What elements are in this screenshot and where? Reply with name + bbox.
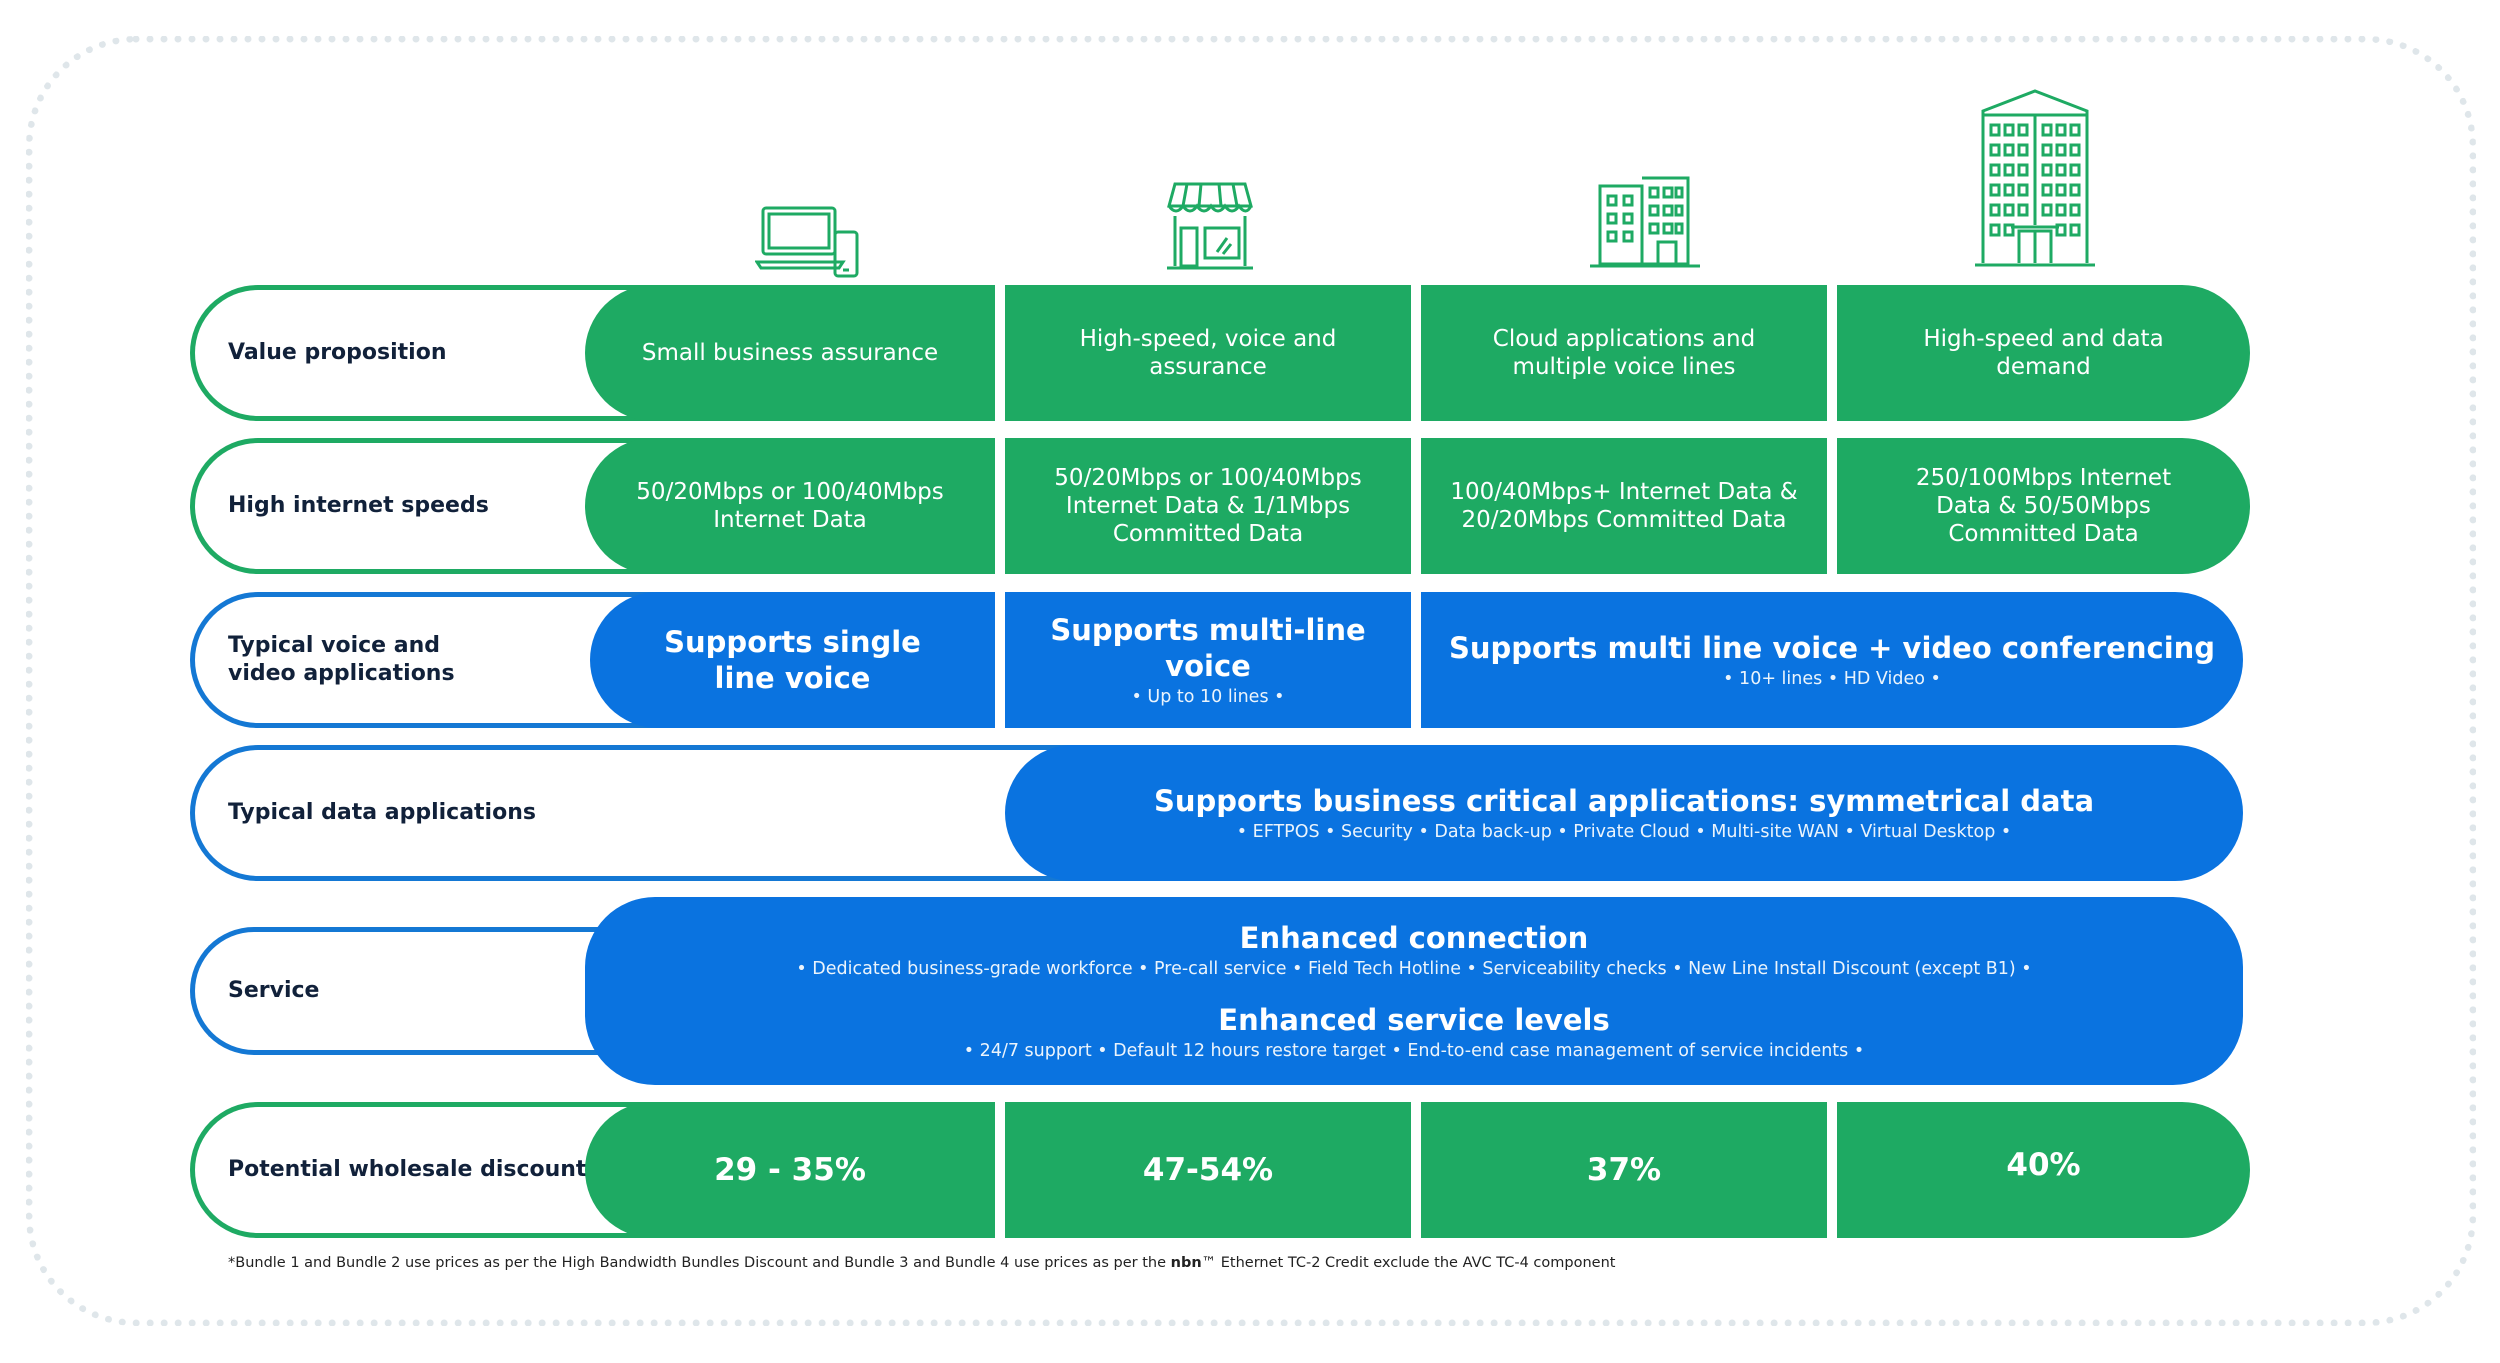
enhanced-connection-sub: • Dedicated business-grade workforce • P…	[796, 958, 2032, 979]
data-apps-sub: • EFTPOS • Security • Data back-up • Pri…	[1236, 822, 2012, 842]
discount-cell-3: 37%	[1421, 1102, 1827, 1238]
speed-cell-1-text: 50/20Mbps or 100/40Mbps Internet Data	[636, 479, 944, 533]
service-row: Service Enhanced connection • Dedicated …	[190, 897, 2260, 1085]
voice-cell-3-title: Supports multi line voice + video confer…	[1448, 631, 2216, 665]
office-building-icon	[1590, 170, 1700, 270]
dotted-frame	[26, 36, 2476, 1326]
voice-cell-1-title: Supports single line voice	[664, 625, 921, 695]
value-cell-4: High-speed and data demand	[1837, 285, 2250, 421]
value-proposition-row: Value proposition Small business assuran…	[190, 285, 2260, 421]
enhanced-connection-block: Enhanced connection • Dedicated business…	[796, 920, 2031, 980]
discount-cell-1: 29 - 35%	[585, 1102, 995, 1238]
discount-cell-3-value: 37%	[1586, 1152, 1662, 1188]
tower-building-icon	[1975, 85, 2095, 270]
speed-cell-2: 50/20Mbps or 100/40Mbps Internet Data & …	[1005, 438, 1411, 574]
enhanced-service-levels-block: Enhanced service levels • 24/7 support •…	[964, 1002, 1864, 1062]
speed-cell-2-text: 50/20Mbps or 100/40Mbps Internet Data & …	[1054, 465, 1362, 547]
row-label: Value proposition	[228, 340, 447, 365]
value-cell-2-text: High-speed, voice and assurance	[1079, 326, 1337, 380]
enhanced-service-levels-sub: • 24/7 support • Default 12 hours restor…	[963, 1041, 1865, 1062]
data-apps-title: Supports business critical applications:…	[1153, 784, 2095, 818]
voice-cell-3-sub: • 10+ lines • HD Video •	[1723, 669, 1941, 689]
data-apps-row: Typical data applications Supports busin…	[190, 745, 2260, 881]
value-cell-1-text: Small business assurance	[641, 340, 939, 366]
row-label: Typical data applications	[228, 800, 536, 825]
discount-cell-4-value: 40%	[2006, 1147, 2081, 1183]
speed-cell-1: 50/20Mbps or 100/40Mbps Internet Data	[585, 438, 995, 574]
voice-video-row: Typical voice and video applications Sup…	[190, 592, 2260, 728]
speed-cell-4: 250/100Mbps Internet Data & 50/50Mbps Co…	[1837, 438, 2250, 574]
enhanced-service-levels-title: Enhanced service levels	[1218, 1003, 1610, 1038]
value-cell-3: Cloud applications and multiple voice li…	[1421, 285, 1827, 421]
footnote: *Bundle 1 and Bundle 2 use prices as per…	[228, 1255, 1615, 1271]
voice-cell-3: Supports multi line voice + video confer…	[1421, 592, 2243, 728]
row-label: Service	[228, 978, 320, 1003]
internet-speeds-row: High internet speeds 50/20Mbps or 100/40…	[190, 438, 2260, 574]
speed-cell-3: 100/40Mbps+ Internet Data & 20/20Mbps Co…	[1421, 438, 1827, 574]
footnote-text-after: ™ Ethernet TC-2 Credit exclude the AVC T…	[1201, 1255, 1616, 1271]
voice-cell-1: Supports single line voice	[590, 592, 995, 728]
value-cell-1: Small business assurance	[585, 285, 995, 421]
discount-cell-1-value: 29 - 35%	[714, 1152, 866, 1188]
row-label: Potential wholesale discount*	[228, 1157, 598, 1182]
row-label: Typical voice and video applications	[228, 633, 455, 686]
value-cell-4-text: High-speed and data demand	[1923, 326, 2164, 380]
voice-cell-2-title: Supports multi-line voice	[1050, 613, 1366, 683]
speed-cell-4-text: 250/100Mbps Internet Data & 50/50Mbps Co…	[1915, 465, 2172, 547]
laptop-phone-icon	[755, 200, 865, 280]
row-label: High internet speeds	[228, 493, 489, 518]
footnote-text-before: *Bundle 1 and Bundle 2 use prices as per…	[228, 1255, 1171, 1271]
footnote-brand: nbn	[1170, 1255, 1202, 1271]
discount-cell-4: 40%	[1837, 1102, 2250, 1238]
row-label-pill	[190, 745, 1090, 881]
enhanced-connection-title: Enhanced connection	[1239, 920, 1589, 955]
discount-cell-2-value: 47-54%	[1142, 1152, 1274, 1188]
voice-cell-2-sub: • Up to 10 lines •	[1131, 687, 1285, 707]
discount-row: Potential wholesale discount* 29 - 35% 4…	[190, 1102, 2260, 1238]
value-cell-2: High-speed, voice and assurance	[1005, 285, 1411, 421]
discount-cell-2: 47-54%	[1005, 1102, 1411, 1238]
storefront-icon	[1165, 180, 1255, 272]
speed-cell-3-text: 100/40Mbps+ Internet Data & 20/20Mbps Co…	[1450, 479, 1798, 533]
data-apps-cell: Supports business critical applications:…	[1005, 745, 2243, 881]
service-cell: Enhanced connection • Dedicated business…	[585, 897, 2243, 1085]
value-cell-3-text: Cloud applications and multiple voice li…	[1492, 326, 1756, 380]
voice-cell-2: Supports multi-line voice • Up to 10 lin…	[1005, 592, 1411, 728]
